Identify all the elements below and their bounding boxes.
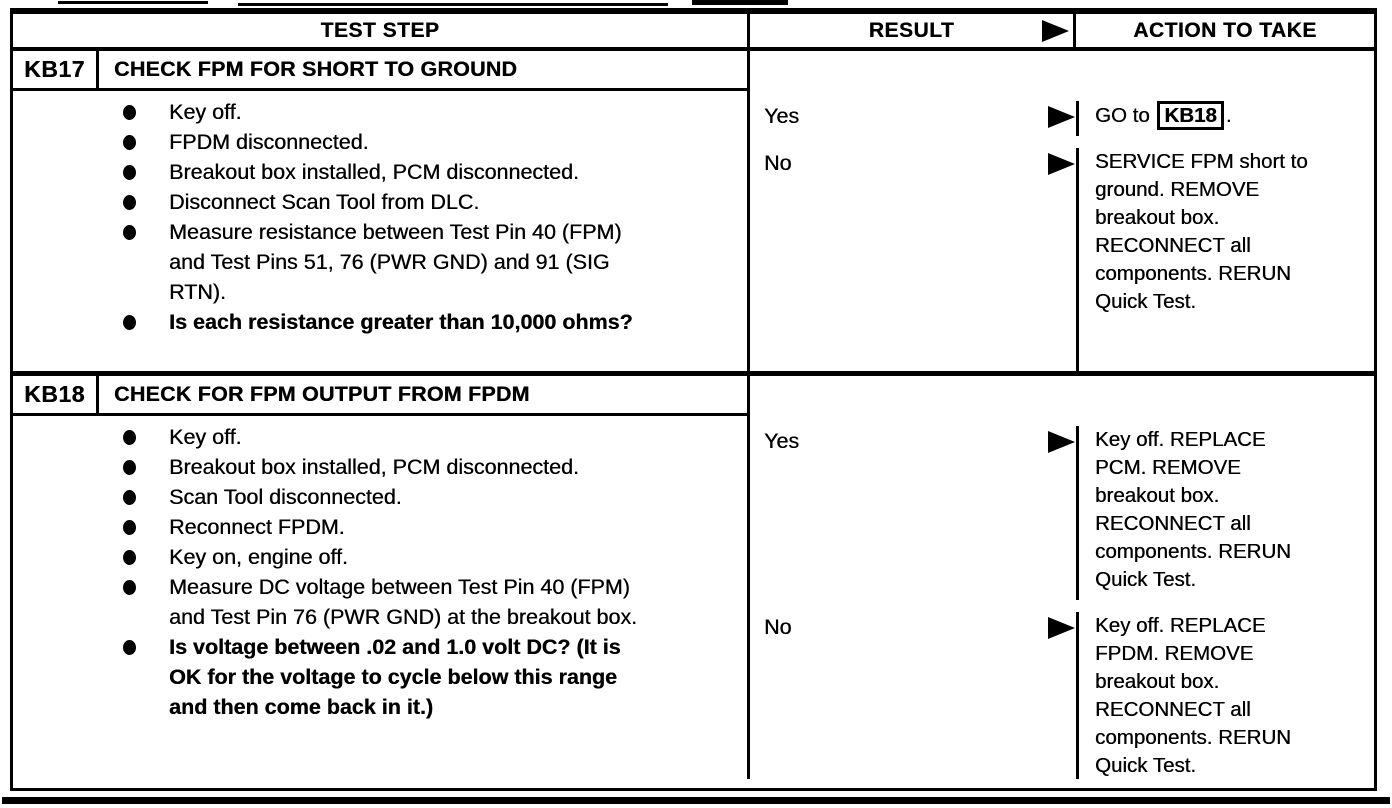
test-step-item: Key off. [121,97,661,127]
result-arrow-icon [1048,153,1075,175]
test-step-id: KB18 [13,376,99,413]
test-step-item: Measure resistance between Test Pin 40 (… [121,217,661,307]
action-text: Key off. REPLACE PCM. REMOVE breakout bo… [1095,428,1291,591]
action-cell: Key off. REPLACE PCM. REMOVE breakout bo… [1076,426,1374,600]
test-step-list: Key off. FPDM disconnected. Breakout box… [13,91,747,337]
outcome-yes: Yes GO to KB18. [750,51,1374,136]
page-bottom-rule [2,797,1390,804]
result-action-cell: Yes GO to KB18. No SERVICE FPM short to … [750,51,1374,371]
result-arrow-icon [1042,19,1069,42]
scan-artifact [692,0,788,5]
result-cell: No [750,148,1076,371]
action-cell: GO to KB18. [1076,101,1374,136]
test-row-kb17: KB17 CHECK FPM FOR SHORT TO GROUND Key o… [13,51,1374,376]
test-step-item: FPDM disconnected. [121,127,661,157]
test-step-item: Key on, engine off. [121,542,661,572]
result-cell: Yes [750,426,1076,600]
test-step-question: Is each resistance greater than 10,000 o… [121,307,661,337]
column-header-result: RESULT [750,14,1076,47]
test-step-item: Scan Tool disconnected. [121,482,661,512]
result-yes-label: Yes [764,429,800,453]
test-step-item: Disconnect Scan Tool from DLC. [121,187,661,217]
test-step-cell: KB18 CHECK FOR FPM OUTPUT FROM FPDM Key … [13,376,750,779]
result-cell: Yes [750,101,1076,136]
test-step-item: Breakout box installed, PCM disconnected… [121,452,661,482]
column-header-action: ACTION TO TAKE [1133,18,1317,42]
test-step-id: KB17 [13,51,99,88]
action-go-to-text: GO to [1095,104,1156,127]
test-step-item: Measure DC voltage between Test Pin 40 (… [121,572,661,632]
kb18-reference-link[interactable]: KB18 [1157,101,1224,130]
test-step-item: Reconnect FPDM. [121,512,661,542]
result-arrow-icon [1048,617,1075,639]
result-cell: No [750,612,1076,779]
action-cell: Key off. REPLACE FPDM. REMOVE breakout b… [1076,612,1374,779]
column-header-result-label: RESULT [868,18,955,42]
result-arrow-icon [1048,431,1075,453]
outcome-yes: Yes Key off. REPLACE PCM. REMOVE breakou… [750,376,1374,600]
test-step-cell: KB17 CHECK FPM FOR SHORT TO GROUND Key o… [13,51,750,371]
action-text: SERVICE FPM short to ground. REMOVE brea… [1095,150,1308,313]
outcome-no: No SERVICE FPM short to ground. REMOVE b… [750,136,1374,371]
test-step-list: Key off. Breakout box installed, PCM dis… [13,416,747,722]
action-cell: SERVICE FPM short to ground. REMOVE brea… [1076,148,1374,371]
test-step-title-band: KB18 CHECK FOR FPM OUTPUT FROM FPDM [13,376,747,416]
outcome-no: No Key off. REPLACE FPDM. REMOVE breakou… [750,600,1374,779]
test-step-title: CHECK FOR FPM OUTPUT FROM FPDM [114,382,530,406]
result-arrow-icon [1048,106,1075,128]
action-text: Key off. REPLACE FPDM. REMOVE breakout b… [1095,614,1291,777]
result-action-cell: Yes Key off. REPLACE PCM. REMOVE breakou… [750,376,1374,779]
test-step-item: Breakout box installed, PCM disconnected… [121,157,661,187]
result-yes-label: Yes [764,104,800,128]
test-step-title: CHECK FPM FOR SHORT TO GROUND [114,57,518,81]
test-step-item: Key off. [121,422,661,452]
test-row-kb18: KB18 CHECK FOR FPM OUTPUT FROM FPDM Key … [13,376,1374,779]
test-step-question: Is voltage between .02 and 1.0 volt DC? … [121,632,661,722]
scan-artifact [58,1,208,4]
diagnostic-table: TEST STEP RESULT ACTION TO TAKE KB17 CHE… [10,8,1377,791]
scan-artifact [238,3,668,6]
table-header-row: TEST STEP RESULT ACTION TO TAKE [13,14,1374,51]
column-header-test-step: TEST STEP [13,14,750,47]
test-step-title-band: KB17 CHECK FPM FOR SHORT TO GROUND [13,51,747,91]
result-no-label: No [764,615,792,639]
action-period: . [1225,104,1232,127]
action-text: GO to KB18. [1095,101,1309,130]
result-no-label: No [764,151,792,175]
